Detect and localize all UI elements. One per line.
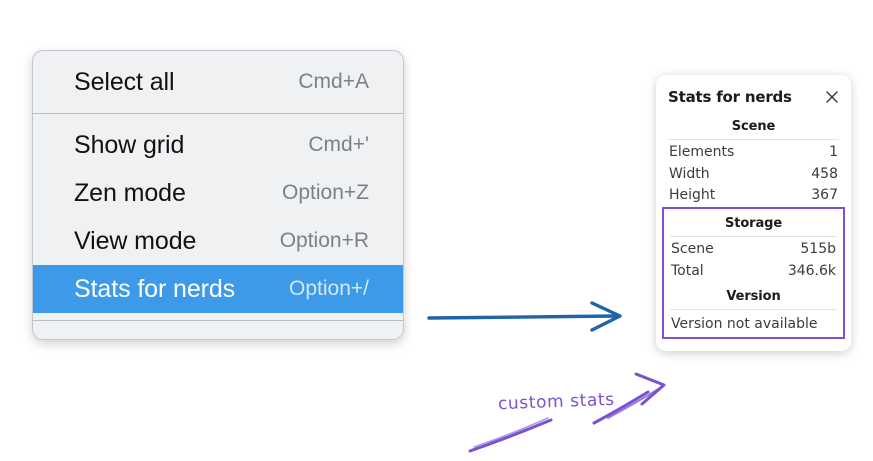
stat-key: Total bbox=[671, 262, 704, 279]
menu-item-label: View mode bbox=[74, 226, 197, 255]
stat-key: Elements bbox=[669, 144, 735, 160]
stats-panel-title: Stats for nerds bbox=[668, 88, 792, 106]
menu-item-label: Show grid bbox=[74, 130, 185, 159]
custom-stats-annotation-label: custom stats bbox=[497, 389, 616, 415]
close-icon[interactable] bbox=[823, 88, 841, 106]
menu-group-view: Show grid Cmd+' Zen mode Option+Z View m… bbox=[33, 113, 403, 320]
stat-value: 1 bbox=[829, 144, 838, 160]
menu-item-label: Stats for nerds bbox=[74, 274, 236, 303]
blue-arrow-annotation bbox=[427, 301, 622, 332]
stat-row: Total 346.6k bbox=[670, 261, 837, 283]
section-title-version: Version bbox=[726, 289, 781, 305]
stat-key: Scene bbox=[671, 241, 714, 258]
stat-value: 367 bbox=[811, 187, 838, 204]
stat-row: Width 458 bbox=[668, 164, 839, 186]
stats-panel-header: Stats for nerds bbox=[666, 85, 841, 112]
menu-item-shortcut: Option+Z bbox=[282, 181, 369, 204]
menu-item-label: Select all bbox=[74, 67, 175, 96]
stat-row: Height 367 bbox=[668, 185, 839, 207]
section-version: Version Version not available bbox=[668, 282, 839, 334]
menu-item-shortcut: Option+/ bbox=[289, 277, 369, 300]
stat-value: 458 bbox=[811, 165, 838, 182]
stat-key: Height bbox=[669, 187, 716, 204]
menu-item-shortcut: Cmd+' bbox=[308, 133, 369, 156]
section-divider bbox=[668, 139, 839, 140]
menu-item-stats-for-nerds[interactable]: Stats for nerds Option+/ bbox=[33, 265, 403, 313]
section-scene: Scene Elements 1 Width 458 Height 367 bbox=[666, 112, 841, 207]
stat-value: 515b bbox=[800, 241, 836, 258]
menu-footer-spacer bbox=[33, 320, 403, 339]
stat-value: 346.6k bbox=[787, 262, 836, 279]
custom-stats-highlight-box: Storage Scene 515b Total 346.6k Version … bbox=[662, 207, 845, 340]
stat-row: Scene 515b bbox=[670, 239, 837, 261]
section-storage: Storage Scene 515b Total 346.6k bbox=[668, 209, 839, 282]
purple-underline-annotation bbox=[468, 417, 553, 453]
menu-item-view-mode[interactable]: View mode Option+R bbox=[33, 217, 403, 265]
section-divider bbox=[670, 309, 837, 311]
context-menu[interactable]: Select all Cmd+A Show grid Cmd+' Zen mod… bbox=[32, 50, 404, 340]
section-title-scene: Scene bbox=[731, 119, 776, 134]
stat-row: Elements 1 bbox=[668, 142, 839, 164]
version-value: Version not available bbox=[671, 316, 818, 333]
menu-item-show-grid[interactable]: Show grid Cmd+' bbox=[33, 121, 403, 169]
menu-item-select-all[interactable]: Select all Cmd+A bbox=[33, 58, 403, 106]
stat-key: Width bbox=[669, 165, 710, 182]
menu-item-shortcut: Option+R bbox=[279, 229, 369, 252]
section-divider bbox=[670, 236, 837, 238]
menu-group-primary: Select all Cmd+A bbox=[33, 51, 403, 113]
menu-item-label: Zen mode bbox=[74, 178, 186, 207]
menu-item-zen-mode[interactable]: Zen mode Option+Z bbox=[33, 169, 403, 217]
section-title-storage: Storage bbox=[724, 216, 783, 232]
menu-item-shortcut: Cmd+A bbox=[298, 70, 369, 93]
stats-for-nerds-panel[interactable]: Stats for nerds Scene Elements 1 Width 4… bbox=[656, 75, 851, 352]
